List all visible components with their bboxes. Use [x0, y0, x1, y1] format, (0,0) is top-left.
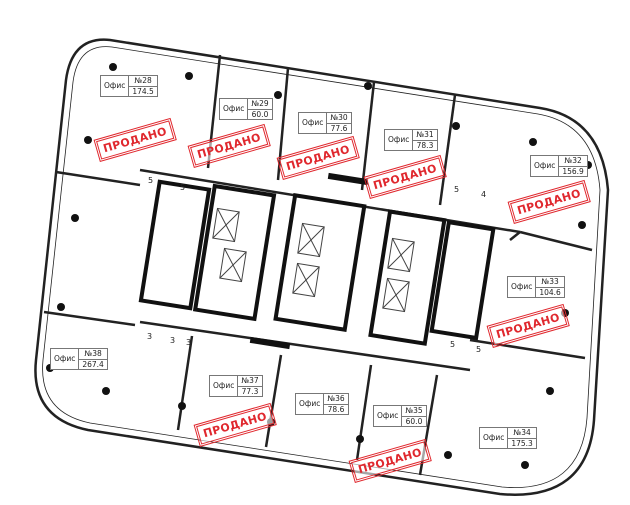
columns	[46, 63, 592, 469]
building-outline	[34, 38, 610, 496]
shaft	[249, 336, 291, 350]
partition-walls	[43, 54, 593, 476]
shaft	[327, 172, 369, 186]
room-number: 3	[186, 338, 192, 347]
room-number: 5	[476, 345, 482, 354]
core	[138, 179, 496, 346]
room-number: 5	[454, 185, 460, 194]
room-number: 3	[170, 336, 176, 345]
room-number: 4	[481, 190, 487, 199]
room-number: 5	[148, 176, 154, 185]
room-number: 3	[147, 332, 153, 341]
room-number: 5	[180, 183, 186, 192]
room-number: 5	[450, 340, 456, 349]
